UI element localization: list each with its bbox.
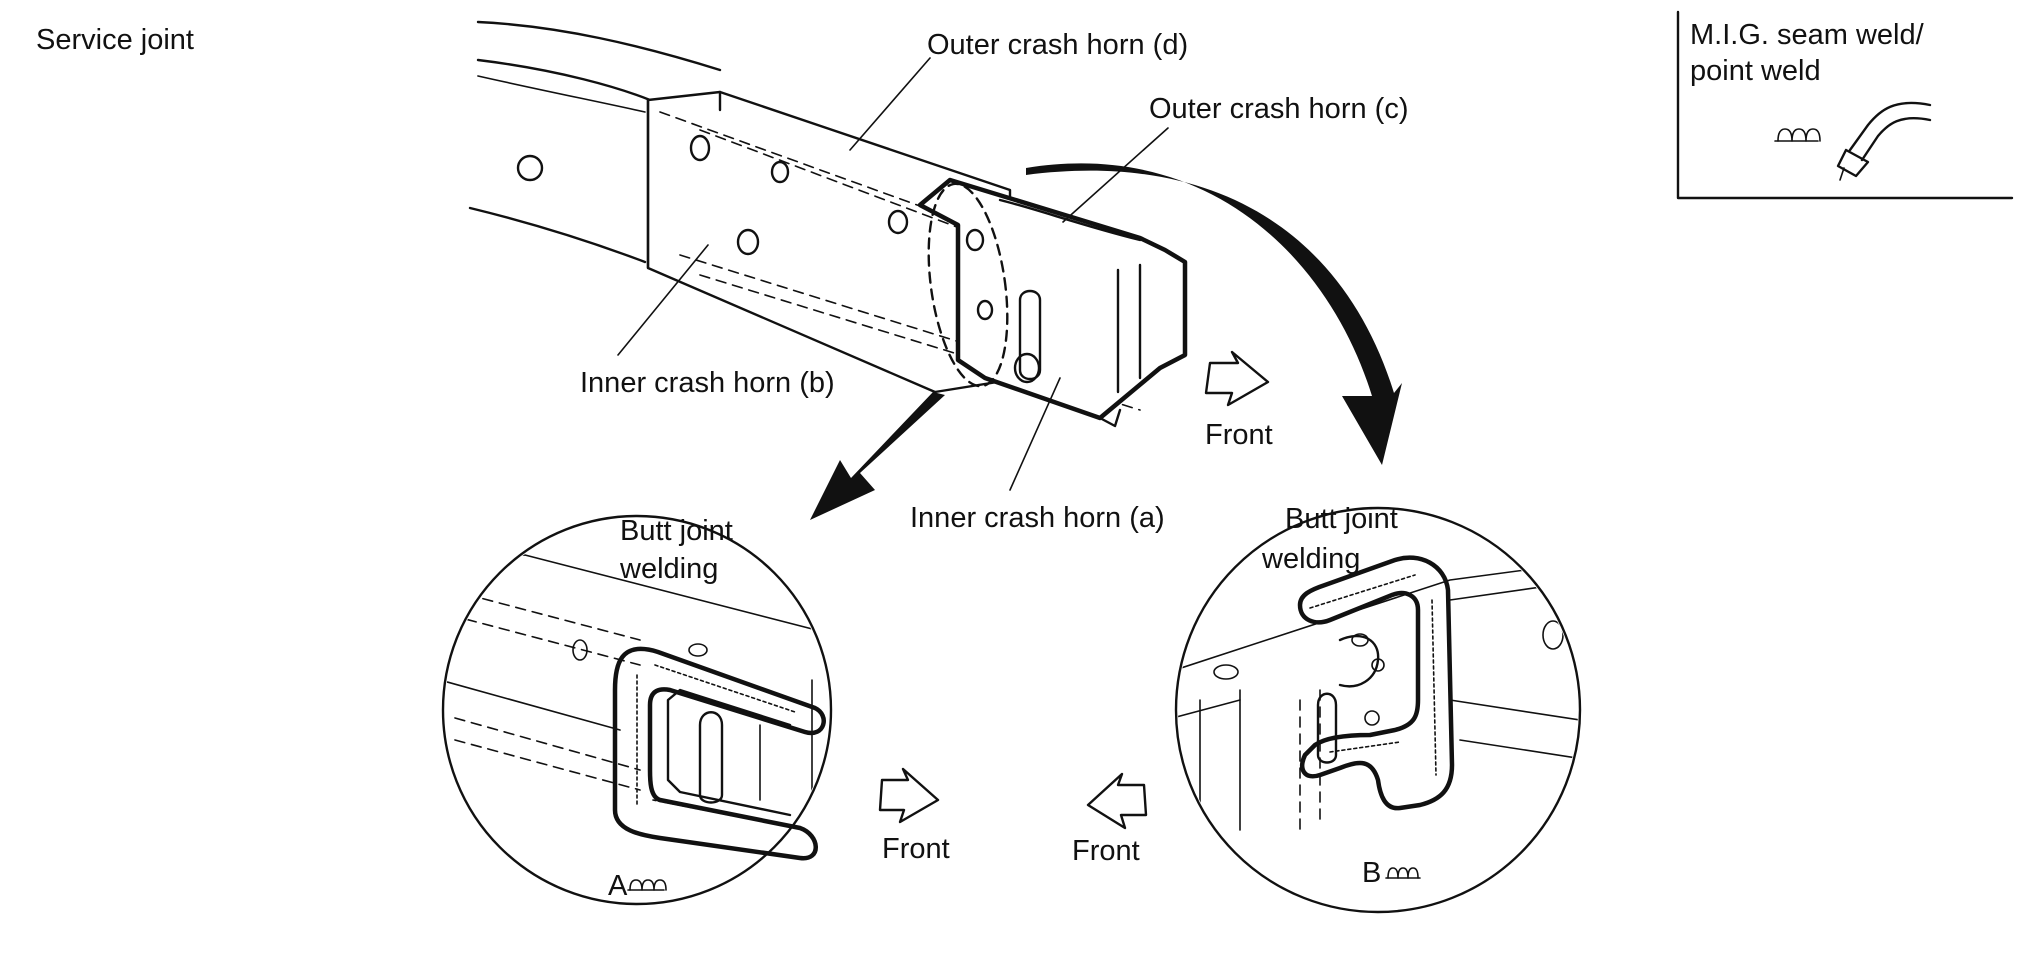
label-front-right: Front bbox=[1072, 835, 1140, 867]
weld-symbol-a-icon bbox=[627, 879, 667, 891]
label-butt-joint-right-2: welding bbox=[1261, 543, 1360, 575]
label-weld-b: B bbox=[1362, 857, 1381, 889]
detail-circle-left bbox=[441, 514, 833, 906]
label-weld-a: A bbox=[608, 870, 628, 902]
weld-torch-icon bbox=[1774, 101, 1932, 181]
frame-rail-main bbox=[468, 20, 1188, 428]
legend-text-line2: point weld bbox=[1690, 55, 1821, 87]
leader-lines bbox=[617, 57, 1389, 871]
front-arrow-main bbox=[1204, 350, 1270, 407]
front-arrow-left bbox=[878, 767, 940, 824]
diagram-title: Service joint bbox=[36, 24, 194, 56]
label-front-left: Front bbox=[882, 833, 950, 865]
label-butt-joint-right-1: Butt joint bbox=[1285, 503, 1398, 535]
legend-text-line1: M.I.G. seam weld/ bbox=[1690, 19, 1925, 51]
front-arrow-right bbox=[1086, 772, 1148, 830]
label-inner-crash-horn-b: Inner crash horn (b) bbox=[580, 367, 835, 399]
label-outer-crash-horn-d: Outer crash horn (d) bbox=[927, 29, 1188, 61]
legend-box: M.I.G. seam weld/ point weld bbox=[1676, 10, 2014, 200]
label-outer-crash-horn-c: Outer crash horn (c) bbox=[1149, 93, 1408, 125]
label-front-main: Front bbox=[1205, 419, 1273, 451]
weld-symbol-b-icon bbox=[1385, 867, 1421, 879]
detail-circle-right bbox=[1174, 506, 1582, 914]
label-butt-joint-left-1: Butt joint bbox=[620, 515, 733, 547]
label-inner-crash-horn-a: Inner crash horn (a) bbox=[910, 502, 1165, 534]
label-butt-joint-left-2: welding bbox=[619, 553, 718, 585]
straight-arrow-left bbox=[810, 392, 945, 520]
